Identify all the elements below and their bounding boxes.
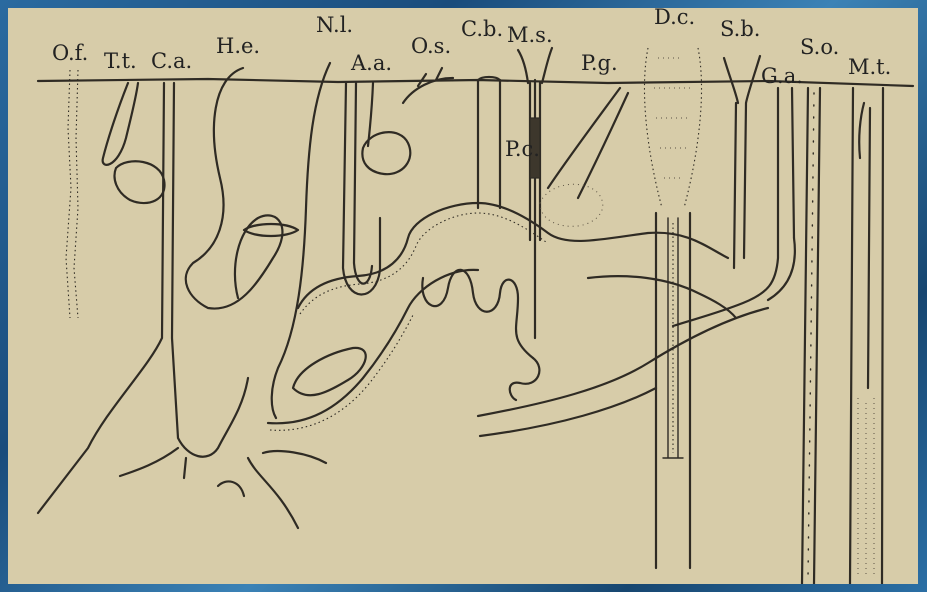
label-tt: T.t.	[104, 49, 137, 73]
bottom-hook	[218, 481, 244, 496]
aa-burrow-2	[354, 83, 372, 284]
dc-cone-fill	[654, 58, 692, 178]
central-gallery	[298, 203, 728, 308]
label-so: S.o.	[800, 35, 839, 59]
ca-branch-2	[184, 458, 186, 478]
pg-chamber	[540, 184, 603, 226]
central-gallery-fur	[300, 213, 546, 314]
burrow-diagram-plate: O.f. T.t. C.a. H.e. N.l. A.a. O.s. C.b. …	[8, 8, 918, 584]
pg-burrow	[548, 88, 628, 198]
of-burrow-edge	[74, 70, 78, 318]
label-sb: S.b.	[720, 17, 760, 41]
label-ca: C.a.	[151, 49, 192, 73]
ca-burrow	[38, 83, 164, 513]
of-burrow	[66, 70, 71, 318]
os-burrow-tail	[510, 358, 540, 400]
burrow-diagram: O.f. T.t. C.a. H.e. N.l. A.a. O.s. C.b. …	[8, 8, 918, 584]
label-of: O.f.	[52, 41, 88, 65]
he-ring	[244, 224, 298, 236]
ca-burrow-right	[172, 83, 248, 457]
label-pg: P.g.	[581, 51, 618, 75]
label-os: O.s.	[411, 34, 451, 58]
label-he: H.e.	[216, 34, 260, 58]
ca-branch	[120, 448, 178, 476]
label-ms: M.s.	[507, 23, 553, 47]
label-pc: P.c.	[505, 137, 540, 161]
mt-animal	[859, 103, 870, 388]
he-burrow	[186, 68, 283, 309]
label-cb: C.b.	[461, 17, 503, 41]
sb-burrow	[724, 56, 760, 268]
so-burrow	[802, 88, 820, 584]
label-ga: G.a.	[761, 64, 803, 88]
os-burrow	[422, 270, 533, 358]
so-rungs	[808, 93, 814, 578]
label-aa: A.a.	[350, 51, 392, 75]
os-animal	[403, 68, 453, 103]
diagonal-gallery	[478, 308, 768, 416]
aa-burrow	[343, 83, 380, 295]
mt-burrow	[850, 88, 883, 584]
cb-burrow	[478, 77, 500, 208]
dc-cone	[644, 48, 701, 208]
label-dc: D.c.	[654, 8, 695, 29]
tt-burrow	[103, 83, 138, 165]
ms-arms	[518, 48, 552, 83]
right-gallery	[588, 276, 736, 318]
bottom-branch	[248, 451, 326, 528]
mt-sediment	[858, 398, 874, 578]
label-nl: N.l.	[316, 13, 353, 37]
ga-branch	[768, 238, 795, 300]
label-mt: M.t.	[848, 55, 891, 79]
tt-chamber	[115, 161, 165, 203]
